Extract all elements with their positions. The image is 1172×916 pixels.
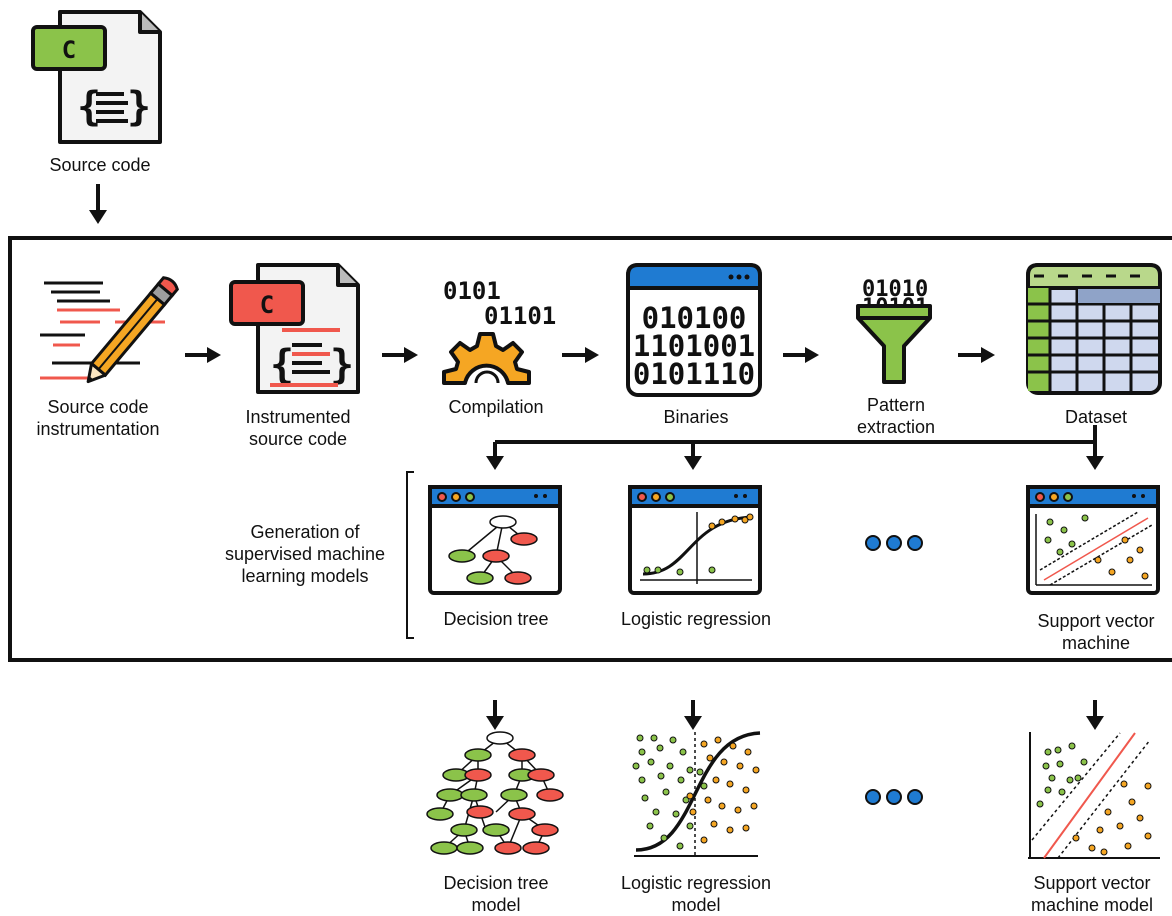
gear-icon: 0101 01101 xyxy=(442,277,556,385)
logistic-regression-model-label: Logistic regression model xyxy=(620,873,772,915)
instrumentation-label: Source code instrumentation xyxy=(36,397,160,439)
dataset-table-icon xyxy=(1026,263,1162,395)
svm-model-label: Support vector machine model xyxy=(1030,873,1154,915)
binaries-window-icon: 010100 1101001 0101110 xyxy=(626,263,762,397)
svg-text:}: } xyxy=(127,84,151,130)
pipeline-frame xyxy=(8,236,1172,662)
source-badge-c: C xyxy=(62,36,76,64)
output-arrows xyxy=(486,700,1104,730)
instrumented-label: Instrumented source code xyxy=(245,407,351,449)
svg-text:{: { xyxy=(77,84,101,130)
pattern-bits-1: 01010 xyxy=(862,277,928,302)
branch-connector xyxy=(486,425,1104,470)
generation-bracket xyxy=(406,471,414,639)
decision-tree-label: Decision tree xyxy=(443,609,549,629)
arrow-compilation-to-binaries xyxy=(562,347,599,363)
compilation-label: Compilation xyxy=(448,397,544,417)
decision-tree-model-graphic xyxy=(426,731,564,855)
generation-label: Generation of supervised machine learnin… xyxy=(224,522,386,586)
arrow-instrumented-to-compilation xyxy=(382,347,418,363)
arrow-binaries-to-pattern xyxy=(783,347,819,363)
instrumented-file-icon: C { } xyxy=(229,263,360,394)
source-code-file-icon: C { } xyxy=(31,10,162,144)
decision-tree-model-label: Decision tree model xyxy=(443,873,549,915)
pattern-extraction-label: Pattern extraction xyxy=(856,395,936,437)
logistic-regression-label: Logistic regression xyxy=(620,609,772,629)
source-code-label: Source code xyxy=(49,155,151,175)
logistic-regression-model-graphic xyxy=(632,731,761,858)
svm-model-graphic xyxy=(1028,732,1160,859)
compile-bits-2: 01101 xyxy=(484,302,556,330)
svg-text:{: { xyxy=(270,342,294,388)
more-outputs-ellipsis xyxy=(865,789,923,805)
arrow-pattern-to-dataset xyxy=(958,347,995,363)
binary-row-3: 0101110 xyxy=(633,357,755,391)
compile-bits-1: 0101 xyxy=(443,277,501,305)
binaries-label: Binaries xyxy=(663,407,729,427)
decision-tree-window-icon xyxy=(428,485,562,595)
more-models-ellipsis xyxy=(865,535,923,551)
arrow-source-to-pipeline xyxy=(89,184,107,224)
svg-text:}: } xyxy=(330,342,354,388)
instrumented-badge-c: C xyxy=(260,291,274,319)
arrow-instrumentation-to-instrumented xyxy=(185,347,221,363)
dataset-label: Dataset xyxy=(1064,407,1128,427)
svm-label: Support vector machine xyxy=(1037,611,1155,653)
svm-window-icon xyxy=(1026,485,1160,595)
logistic-regression-window-icon xyxy=(628,485,762,595)
binary-row-1: 010100 xyxy=(642,301,747,335)
pencil-icon xyxy=(40,276,179,384)
binary-row-2: 1101001 xyxy=(633,329,755,363)
